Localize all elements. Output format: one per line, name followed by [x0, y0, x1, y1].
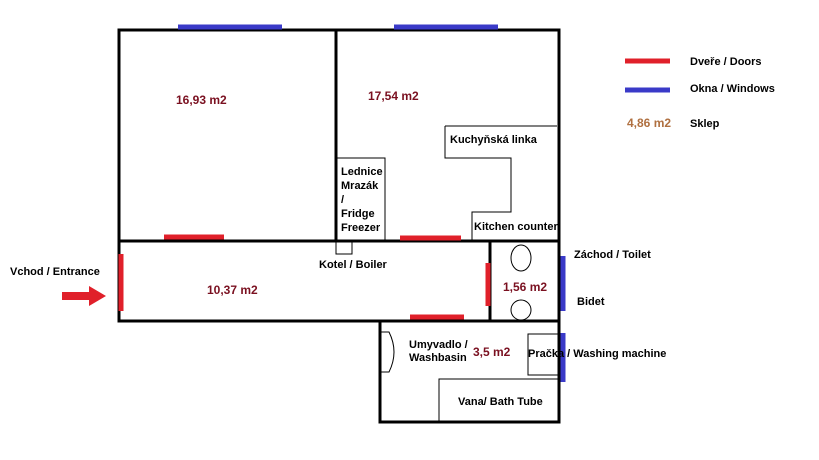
fridge-label-line: Mrazák	[341, 180, 379, 192]
fixtures	[335, 125, 560, 422]
hallway-walls	[117, 239, 492, 323]
entrance-label: Vchod / Entrance	[10, 266, 100, 278]
bathtub-outline	[438, 378, 559, 422]
toilet-label: Záchod / Toilet	[574, 249, 651, 261]
washbasin-shape	[380, 331, 395, 373]
room-1-walls	[117, 28, 338, 243]
legend-cellar-area: 4,86 m2	[627, 116, 671, 130]
wc-area: 1,56 m2	[503, 280, 547, 294]
room-2-area: 17,54 m2	[368, 89, 419, 103]
fridge-label-line: Freezer	[341, 222, 381, 234]
bidet-shape	[510, 299, 532, 321]
legend-cellar-label: Sklep	[690, 118, 720, 130]
legend-windows-label: Okna / Windows	[690, 83, 775, 95]
washbasin-label-line: Washbasin	[409, 352, 467, 364]
bidet-label: Bidet	[577, 296, 605, 308]
washing-machine-label: Pračka / Washing machine	[528, 348, 666, 360]
fridge-label-line: /	[341, 194, 344, 206]
legend: Dveře / Doors Okna / Windows 4,86 m2 Skl…	[625, 56, 775, 130]
washbasin-label-line: Umyvadlo /	[409, 339, 468, 351]
boiler-label: Kotel / Boiler	[319, 259, 388, 271]
room-1-area: 16,93 m2	[176, 93, 227, 107]
legend-doors-label: Dveře / Doors	[690, 56, 762, 68]
kitchen-line-label: Kuchyňská linka	[450, 134, 538, 146]
hallway-area: 10,37 m2	[207, 283, 258, 297]
washing-machine-box	[527, 333, 560, 376]
fridge-outline	[335, 157, 386, 242]
kitchen-counter-label: Kitchen counter	[474, 221, 558, 233]
doors	[118, 234, 491, 320]
kitchen-line-outline	[444, 126, 512, 241]
bathroom-area: 3,5 m2	[473, 345, 511, 359]
entrance-arrow	[62, 286, 106, 306]
fridge-label-line: Fridge	[341, 208, 375, 220]
toilet-shape	[510, 244, 532, 272]
boiler-box	[335, 240, 353, 255]
fridge-label-line: Lednice	[341, 166, 383, 178]
windows	[178, 24, 566, 382]
bathtub-label: Vana/ Bath Tube	[458, 396, 543, 408]
